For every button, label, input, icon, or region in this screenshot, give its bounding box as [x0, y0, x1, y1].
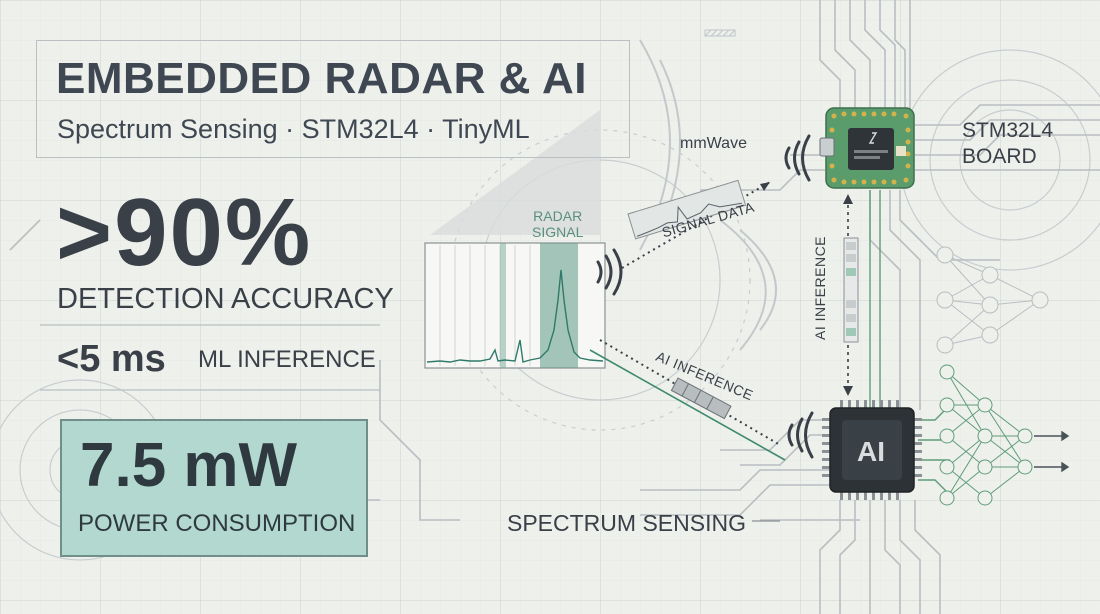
- spectrum-panel: [424, 242, 606, 369]
- wave-icon-ai: [787, 411, 814, 459]
- ai-chip: [822, 400, 922, 500]
- page-subtitle: Spectrum Sensing · STM32L4 · TinyML: [57, 114, 530, 144]
- radar-signal-line2: SIGNAL: [532, 224, 584, 241]
- accuracy-value: >90%: [56, 179, 313, 286]
- power-label: POWER CONSUMPTION: [78, 510, 356, 537]
- title-frame: [36, 40, 630, 158]
- power-value: 7.5 mW: [80, 431, 298, 500]
- spectrum-sensing-label: SPECTRUM SENSING: [507, 510, 746, 536]
- ai-inference-vertical-label: AI INFERENCE: [812, 235, 828, 340]
- wave-icon-spectrum: [596, 248, 623, 296]
- radar-signal-label: RADAR SIGNAL: [532, 208, 583, 240]
- wave-icon-board: [784, 134, 811, 182]
- board-label-line1: STM32L4: [962, 119, 1054, 142]
- ai-chip-label: AI: [857, 436, 885, 467]
- latency-value: <5 ms: [57, 338, 166, 380]
- radar-signal-line1: RADAR: [533, 208, 583, 224]
- latency-label: ML INFERENCE: [198, 346, 376, 373]
- board-label: STM32L4 BOARD: [962, 118, 1053, 171]
- accuracy-label: DETECTION ACCURACY: [57, 283, 394, 315]
- page-title: EMBEDDED RADAR & AI: [56, 54, 587, 103]
- mmwave-label: mmWave: [680, 135, 747, 152]
- power-card: [60, 419, 368, 557]
- stm32-board-chip: [819, 107, 915, 189]
- board-label-line2: BOARD: [962, 145, 1037, 169]
